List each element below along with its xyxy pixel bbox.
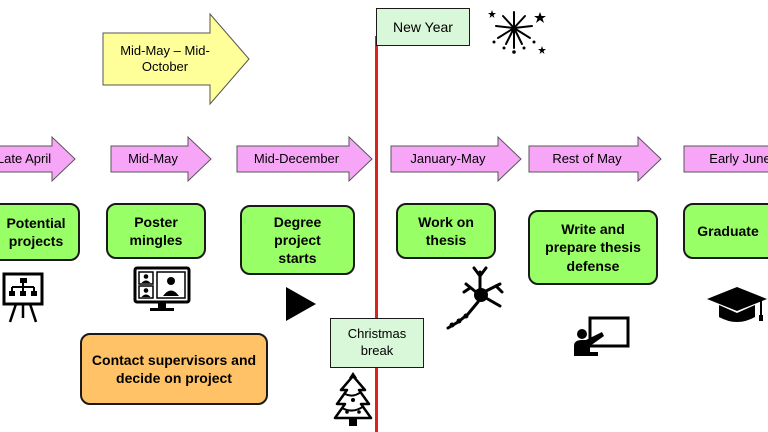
- period-arrow-mid-may: Mid-May: [110, 135, 212, 183]
- period-label: Rest of May: [552, 150, 622, 166]
- summer-period-label: Mid-May – Mid-October: [120, 42, 210, 74]
- period-label: January-May: [410, 150, 486, 166]
- teacher-board-icon: [574, 316, 630, 356]
- milestone-write-thesis-defense: Write and prepare thesis defense: [528, 210, 658, 285]
- period-arrow-mid-december: Mid-December: [236, 135, 373, 183]
- neuron-icon: [446, 266, 504, 330]
- new-year-box: New Year: [376, 8, 470, 46]
- period-label: Mid-December: [253, 150, 340, 166]
- milestone-graduate: Graduate: [683, 203, 768, 259]
- christmas-tree-icon: [333, 372, 373, 426]
- christmas-label: Christmas break: [347, 326, 407, 358]
- milestone-label: Write and prepare thesis defense: [545, 221, 641, 274]
- milestone-label: Potential projects: [6, 214, 66, 249]
- milestone-poster-mingles: Poster mingles: [106, 203, 206, 259]
- contact-label: Contact supervisors and decide on projec…: [91, 351, 257, 386]
- milestone-label: Graduate: [697, 222, 759, 239]
- presentation-board-icon: [2, 272, 44, 323]
- milestone-label: Degree project starts: [273, 213, 322, 267]
- period-arrow-late-april: Late April: [0, 135, 76, 183]
- period-arrow-rest-of-may: Rest of May: [528, 135, 662, 183]
- summer-period-arrow: Mid-May – Mid-October: [102, 12, 250, 106]
- fireworks-icon: [488, 10, 546, 54]
- milestone-label: Work on thesis: [418, 213, 474, 248]
- milestone-work-on-thesis: Work on thesis: [396, 203, 496, 259]
- period-label: Mid-May: [128, 150, 178, 166]
- period-arrow-early-june: Early June: [683, 136, 768, 182]
- period-label: Late April: [0, 150, 52, 166]
- video-meeting-icon: [133, 266, 191, 311]
- milestone-potential-projects: Potential projects: [0, 203, 80, 261]
- graduation-cap-icon: [707, 287, 767, 322]
- contact-supervisors-box: Contact supervisors and decide on projec…: [80, 333, 268, 405]
- milestone-label: Poster mingles: [129, 213, 183, 248]
- play-icon: [286, 287, 316, 321]
- year-divider-line: [375, 36, 378, 432]
- new-year-label: New Year: [393, 18, 453, 35]
- milestone-degree-project-starts: Degree project starts: [240, 205, 355, 275]
- period-arrow-january-may: January-May: [390, 135, 522, 183]
- christmas-break-box: Christmas break: [330, 318, 424, 368]
- period-label: Early June: [709, 150, 768, 166]
